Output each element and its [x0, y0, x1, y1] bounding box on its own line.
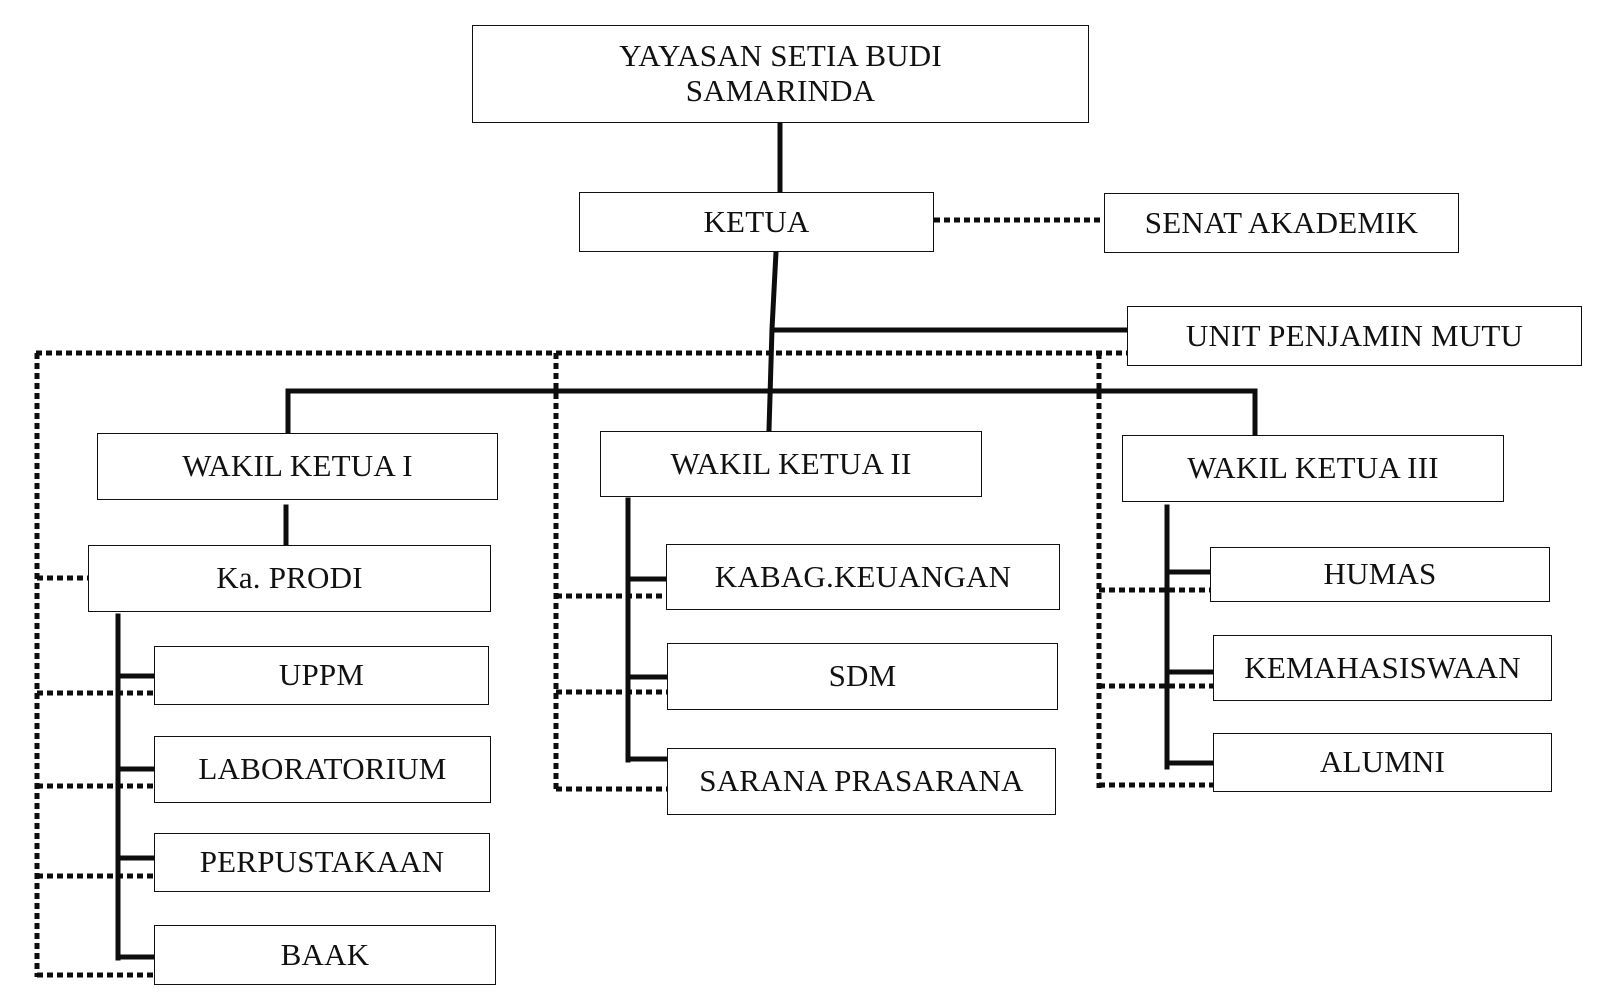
wakil-ketua-3-label: WAKIL KETUA III — [1187, 450, 1439, 486]
ketua-box: KETUA — [579, 192, 934, 252]
yayasan-label-line1: YAYASAN SETIA BUDI — [619, 38, 942, 74]
yayasan-label-line2: SAMARINDA — [685, 73, 876, 108]
baak-label: BAAK — [280, 936, 370, 972]
sarana-prasarana-label: SARANA PRASARANA — [699, 763, 1024, 799]
coordination-lines — [34, 217, 1213, 978]
kemahasiswaan-box: KEMAHASISWAAN — [1213, 635, 1552, 701]
ka-prodi-box: Ka. PRODI — [88, 545, 491, 612]
wakil-ketua-2-box: WAKIL KETUA II — [600, 431, 982, 497]
yayasan-label: YAYASAN SETIA BUDI SAMARINDA — [619, 39, 942, 108]
laboratorium-label: LABORATORIUM — [198, 751, 447, 787]
sarana-prasarana-box: SARANA PRASARANA — [667, 748, 1056, 815]
ketua-label: KETUA — [703, 203, 810, 239]
unit-penjamin-mutu-label: UNIT PENJAMIN MUTU — [1185, 317, 1524, 353]
perpustakaan-label: PERPUSTAKAAN — [199, 844, 445, 880]
alumni-label: ALUMNI — [1319, 744, 1446, 780]
senat-akademik-box: SENAT AKADEMIK — [1104, 193, 1459, 253]
humas-label: HUMAS — [1323, 556, 1437, 592]
wakil-ketua-1-box: WAKIL KETUA I — [97, 433, 498, 500]
laboratorium-box: LABORATORIUM — [154, 736, 491, 803]
uppm-label: UPPM — [278, 657, 365, 693]
alumni-box: ALUMNI — [1213, 733, 1552, 792]
senat-akademik-label: SENAT AKADEMIK — [1144, 204, 1419, 240]
command-lines — [115, 120, 1258, 961]
humas-box: HUMAS — [1210, 547, 1550, 602]
kabag-keuangan-label: KABAG.KEUANGAN — [714, 558, 1012, 594]
ka-prodi-label: Ka. PRODI — [216, 560, 363, 596]
sdm-box: SDM — [667, 643, 1058, 710]
uppm-box: UPPM — [154, 646, 489, 705]
wakil-ketua-3-box: WAKIL KETUA III — [1122, 435, 1504, 502]
kemahasiswaan-label: KEMAHASISWAAN — [1244, 649, 1521, 685]
perpustakaan-box: PERPUSTAKAAN — [154, 833, 490, 892]
kabag-keuangan-box: KABAG.KEUANGAN — [666, 544, 1060, 610]
yayasan-box: YAYASAN SETIA BUDI SAMARINDA — [472, 25, 1089, 123]
baak-box: BAAK — [154, 925, 496, 985]
unit-penjamin-mutu-box: UNIT PENJAMIN MUTU — [1127, 306, 1582, 366]
sdm-label: SDM — [828, 658, 897, 694]
wakil-ketua-1-label: WAKIL KETUA I — [182, 448, 413, 484]
wakil-ketua-2-label: WAKIL KETUA II — [670, 445, 912, 481]
line-ketua-trunk — [766, 249, 779, 433]
